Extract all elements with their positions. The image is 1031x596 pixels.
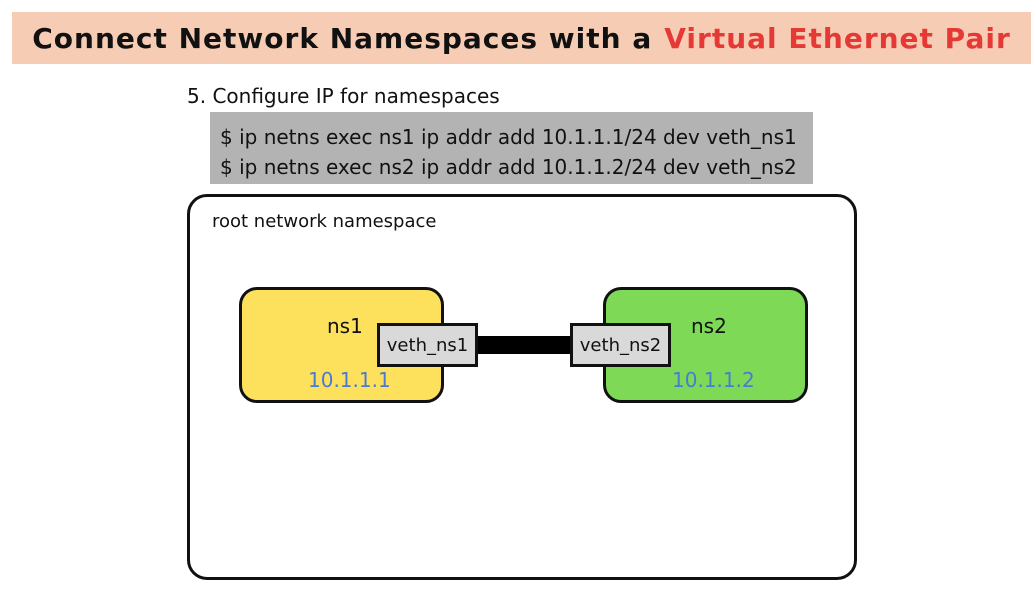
veth-ns1-interface: veth_ns1 (377, 323, 478, 367)
step-heading: 5. Configure IP for namespaces (187, 84, 500, 108)
ns2-box: ns2 10.1.1.2 (603, 287, 808, 403)
title-banner: Connect Network Namespaces with a Virtua… (12, 12, 1031, 64)
root-namespace-box: root network namespace ns1 10.1.1.1 ns2 … (187, 194, 857, 580)
ns1-name: ns1 (327, 314, 363, 338)
command-block: $ ip netns exec ns1 ip addr add 10.1.1.1… (210, 112, 813, 184)
veth-ns2-interface: veth_ns2 (570, 323, 671, 367)
root-namespace-label: root network namespace (212, 211, 437, 232)
title-main: Connect Network Namespaces with a (32, 21, 653, 55)
veth-pair-link (477, 336, 571, 354)
ns1-ip: 10.1.1.1 (308, 368, 391, 392)
command-line-1: $ ip netns exec ns1 ip addr add 10.1.1.1… (220, 125, 797, 149)
ns2-name: ns2 (691, 314, 727, 338)
title-highlight: Virtual Ethernet Pair (664, 21, 1011, 55)
command-line-2: $ ip netns exec ns2 ip addr add 10.1.1.2… (220, 155, 797, 179)
ns2-ip: 10.1.1.2 (672, 368, 755, 392)
